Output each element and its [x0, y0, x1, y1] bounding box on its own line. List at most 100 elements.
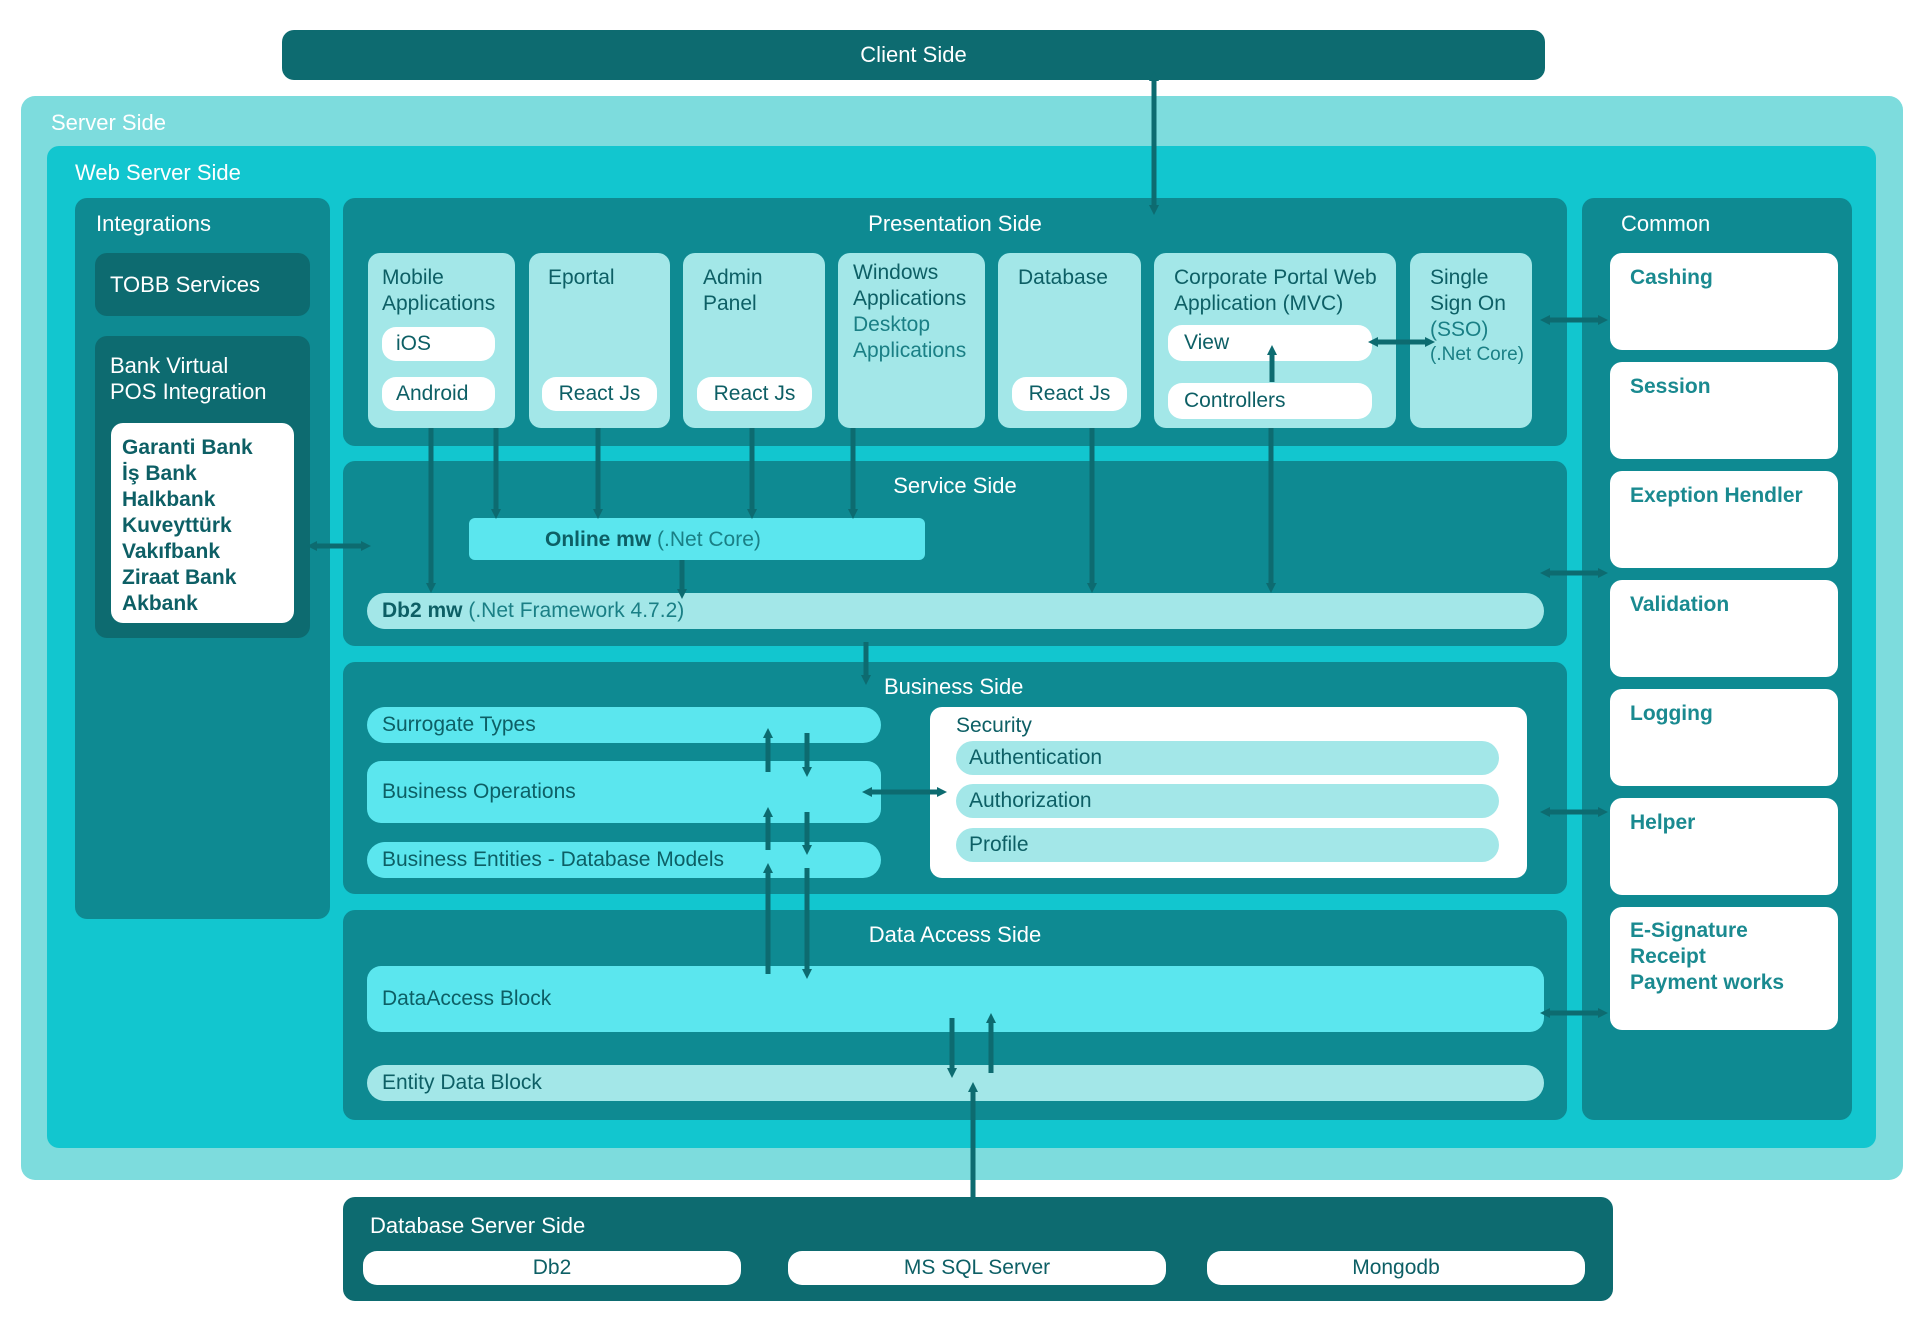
bank-pos-box: Bank Virtual POS Integration Garanti Ban… [95, 336, 310, 638]
common-item-label: Helper [1630, 811, 1696, 834]
mobile-title-2: Applications [382, 292, 496, 315]
db2-mw-name: Db2 mw [382, 599, 463, 622]
windows-applications-box: Windows Applications Desktop Application… [838, 253, 985, 428]
presentation-side-title: Presentation Side [868, 211, 1042, 236]
windows-sub-2: Applications [853, 339, 967, 362]
db2-pill: Db2 [363, 1251, 741, 1285]
sso-title-1: Single [1430, 266, 1489, 289]
common-item-validation: Validation [1610, 580, 1838, 677]
view-label: View [1184, 331, 1230, 354]
db2-label: Db2 [532, 1256, 572, 1279]
business-entities-label: Business Entities - Database Models [382, 848, 724, 871]
common-item-logging: Logging [1610, 689, 1838, 786]
mssql-pill: MS SQL Server [788, 1251, 1166, 1285]
db2-mw-bar: Db2 mw (.Net Framework 4.7.2) [367, 593, 1544, 629]
online-mw-label: Online mw (.Net Core) [545, 528, 761, 552]
eportal-title: Eportal [548, 266, 615, 289]
surrogate-types-bar: Surrogate Types [367, 707, 881, 743]
tobb-services-box: TOBB Services [95, 253, 310, 316]
common-title: Common [1621, 211, 1711, 236]
authorization-label: Authorization [969, 789, 1092, 812]
bank-item: Ziraat Bank [122, 566, 237, 589]
sso-box: Single Sign On (SSO) (.Net Core) [1410, 253, 1532, 428]
corporate-portal-box: Corporate Portal Web Application (MVC) V… [1154, 253, 1396, 428]
bank-list-items: Garanti Bank İş Bank Halkbank Kuveyttürk… [122, 435, 253, 617]
profile-bar: Profile [956, 828, 1499, 862]
database-tech-label: React Js [1028, 382, 1111, 405]
security-box: Security Authentication Authorization Pr… [930, 707, 1527, 878]
bank-item: İş Bank [122, 462, 197, 485]
android-pill: Android [382, 377, 495, 411]
data-access-side-title: Data Access Side [868, 922, 1042, 947]
authorization-bar: Authorization [956, 784, 1499, 818]
common-item-label: Exeption Hendler [1630, 484, 1803, 507]
tobb-services-label: TOBB Services [110, 272, 260, 297]
integrations-title: Integrations [96, 211, 211, 236]
eportal-tech-label: React Js [558, 382, 641, 405]
windows-title-2: Applications [853, 287, 967, 310]
eportal-tech-pill: React Js [542, 377, 657, 411]
esig-line-1: E-Signature [1630, 919, 1748, 942]
business-operations-bar: Business Operations [367, 761, 881, 823]
online-mw-note: (.Net Core) [657, 528, 761, 551]
bank-list: Garanti Bank İş Bank Halkbank Kuveyttürk… [111, 423, 294, 623]
db2-mw-label: Db2 mw (.Net Framework 4.7.2) [382, 599, 684, 623]
db2-mw-note: (.Net Framework 4.7.2) [468, 599, 685, 622]
common-item-exception-handler: Exeption Hendler [1610, 471, 1838, 568]
client-side-bar: Client Side [282, 30, 1545, 80]
windows-title-1: Windows [853, 261, 939, 284]
database-server-panel: Database Server Side Db2 MS SQL Server M… [343, 1197, 1613, 1301]
database-tech-pill: React Js [1012, 377, 1127, 411]
windows-sub-1: Desktop [853, 313, 931, 336]
service-side-title: Service Side [893, 473, 1017, 498]
common-item-label: Logging [1630, 702, 1713, 725]
admin-title-2: Panel [703, 292, 757, 315]
common-item-helper: Helper [1610, 798, 1838, 895]
corporate-title-1: Corporate Portal Web [1174, 266, 1377, 289]
common-item-label: Validation [1630, 593, 1730, 616]
bank-pos-title-1: Bank Virtual [110, 353, 229, 378]
sso-sub-1: (SSO) [1430, 318, 1489, 341]
view-pill: View [1168, 325, 1372, 361]
web-server-side-label: Web Server Side [75, 160, 241, 185]
esig-line-3: Payment works [1630, 971, 1785, 994]
authentication-label: Authentication [969, 746, 1103, 769]
server-side-label: Server Side [51, 110, 166, 135]
common-item-cashing: Cashing [1610, 253, 1838, 350]
bank-item: Garanti Bank [122, 436, 253, 459]
client-side-label: Client Side [860, 42, 967, 67]
controllers-pill: Controllers [1168, 383, 1372, 419]
common-item-label: Session [1630, 375, 1711, 398]
bank-item: Vakıfbank [122, 540, 221, 563]
bank-item: Akbank [122, 592, 198, 615]
ios-pill: iOS [382, 327, 495, 361]
corporate-title-2: Application (MVC) [1174, 292, 1344, 315]
mssql-label: MS SQL Server [903, 1256, 1051, 1279]
mongodb-pill: Mongodb [1207, 1251, 1585, 1285]
eportal-box: Eportal React Js [529, 253, 670, 428]
profile-label: Profile [969, 833, 1029, 856]
admin-tech-pill: React Js [697, 377, 812, 411]
mongodb-label: Mongodb [1352, 1256, 1440, 1279]
business-operations-label: Business Operations [382, 780, 576, 803]
common-item-session: Session [1610, 362, 1838, 459]
entity-data-block-label: Entity Data Block [382, 1071, 542, 1094]
business-side-title: Business Side [884, 674, 1024, 699]
database-app-box: Database React Js [998, 253, 1141, 428]
common-item-esignature: E-Signature Receipt Payment works [1610, 907, 1838, 1030]
authentication-bar: Authentication [956, 741, 1499, 775]
bank-item: Halkbank [122, 488, 216, 511]
online-mw-bar: Online mw (.Net Core) [469, 518, 925, 560]
bank-item: Kuveyttürk [122, 514, 232, 537]
business-entities-bar: Business Entities - Database Models [367, 842, 881, 878]
sso-title-2: Sign On [1430, 292, 1506, 315]
esig-line-2: Receipt [1630, 945, 1706, 968]
ios-label: iOS [396, 332, 432, 355]
online-mw-name: Online mw [545, 528, 652, 551]
bank-pos-title-2: POS Integration [110, 379, 267, 404]
common-item-label: Cashing [1630, 266, 1713, 289]
security-title: Security [956, 714, 1032, 737]
android-label: Android [396, 382, 469, 405]
surrogate-types-label: Surrogate Types [382, 713, 536, 736]
entity-data-block-bar: Entity Data Block [367, 1065, 1544, 1101]
